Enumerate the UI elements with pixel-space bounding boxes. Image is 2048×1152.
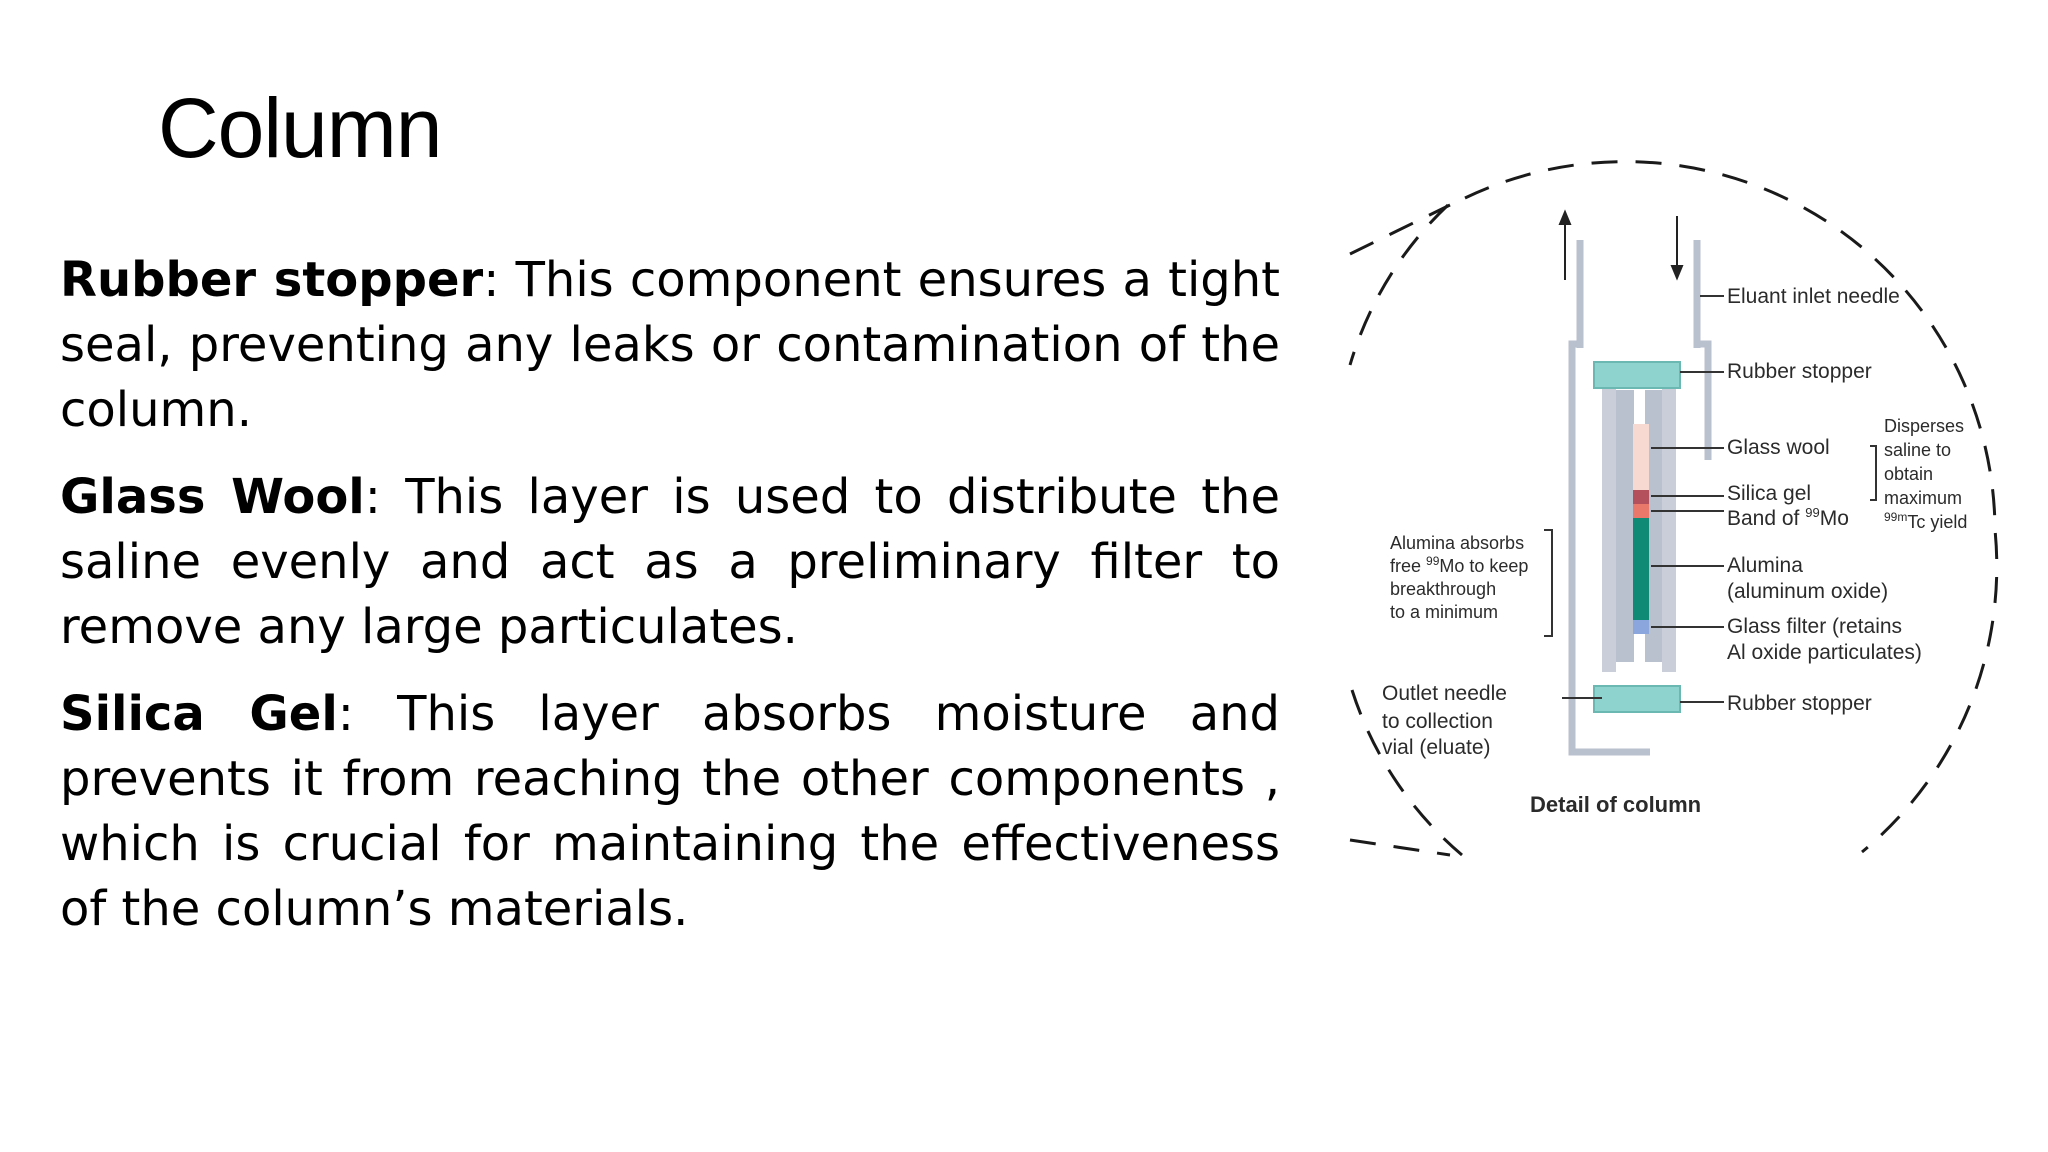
label-alumina-absorbs-1: Alumina absorbs bbox=[1390, 533, 1524, 553]
rubber-stopper-top bbox=[1593, 361, 1681, 389]
paragraph-glass-wool: Glass Wool: This layer is used to distri… bbox=[60, 465, 1280, 660]
label-band-mo: Band of 99Mo bbox=[1727, 505, 1849, 530]
slide-title: Column bbox=[158, 81, 442, 175]
glass-filter-layer bbox=[1633, 620, 1649, 634]
label-outlet-collection: to collection bbox=[1382, 710, 1493, 733]
term-silica-gel: Silica Gel bbox=[60, 686, 338, 742]
diagram-caption: Detail of column bbox=[1530, 792, 1701, 817]
label-glass-wool: Glass wool bbox=[1727, 436, 1830, 459]
label-alumina-oxide: (aluminum oxide) bbox=[1727, 580, 1888, 603]
label-alumina-absorbs-3: breakthrough bbox=[1390, 579, 1496, 599]
column-wall-left bbox=[1614, 390, 1634, 662]
leader-lines bbox=[1544, 295, 1877, 703]
label-glass-filter-detail: Al oxide particulates) bbox=[1727, 641, 1922, 664]
body-text: Rubber stopper: This component ensures a… bbox=[60, 248, 1280, 964]
alumina-layer bbox=[1633, 518, 1649, 620]
silica-gel-layer bbox=[1633, 490, 1649, 504]
term-glass-wool: Glass Wool bbox=[60, 469, 365, 525]
label-eluant-inlet: Eluant inlet needle bbox=[1727, 285, 1900, 308]
column-outer-right bbox=[1662, 380, 1676, 672]
column-outer-left bbox=[1602, 380, 1616, 672]
flow-arrows bbox=[1558, 209, 1684, 281]
desc-rubber-stopper: : This component ensures a tight seal, p… bbox=[60, 252, 1280, 438]
term-rubber-stopper: Rubber stopper bbox=[60, 252, 484, 308]
label-disperses-3: obtain bbox=[1884, 464, 1933, 484]
label-alumina-absorbs-2: free 99Mo to keep bbox=[1390, 554, 1528, 576]
label-rubber-stopper-bottom: Rubber stopper bbox=[1727, 692, 1872, 715]
label-disperses-2: saline to bbox=[1884, 440, 1951, 460]
column-diagram: Eluant inlet needle Rubber stopper Glass… bbox=[1348, 160, 1999, 857]
label-glass-filter: Glass filter (retains bbox=[1727, 615, 1902, 638]
label-disperses-4: maximum bbox=[1884, 488, 1962, 508]
dashed-circle bbox=[1348, 160, 1999, 857]
label-alumina-absorbs-4: to a minimum bbox=[1390, 602, 1498, 622]
label-rubber-stopper-top: Rubber stopper bbox=[1727, 360, 1872, 383]
label-tc-yield: 99mTc yield bbox=[1884, 510, 1967, 532]
paragraph-silica-gel: Silica Gel: This layer absorbs moisture … bbox=[60, 682, 1280, 942]
label-disperses-1: Disperses bbox=[1884, 416, 1964, 436]
label-outlet-vial: vial (eluate) bbox=[1382, 736, 1491, 759]
label-silica-gel: Silica gel bbox=[1727, 482, 1811, 505]
label-alumina: Alumina bbox=[1727, 554, 1803, 577]
desc-silica-gel: : This layer absorbs moisture and preven… bbox=[60, 686, 1280, 937]
desc-glass-wool: : This layer is used to distribute the s… bbox=[60, 469, 1280, 655]
label-outlet-needle: Outlet needle bbox=[1382, 682, 1507, 705]
glass-wool-layer bbox=[1633, 424, 1649, 490]
band-mo-layer bbox=[1633, 504, 1649, 518]
rubber-stopper-bottom bbox=[1593, 685, 1681, 713]
column-wall-right bbox=[1645, 390, 1665, 662]
paragraph-rubber-stopper: Rubber stopper: This component ensures a… bbox=[60, 248, 1280, 443]
